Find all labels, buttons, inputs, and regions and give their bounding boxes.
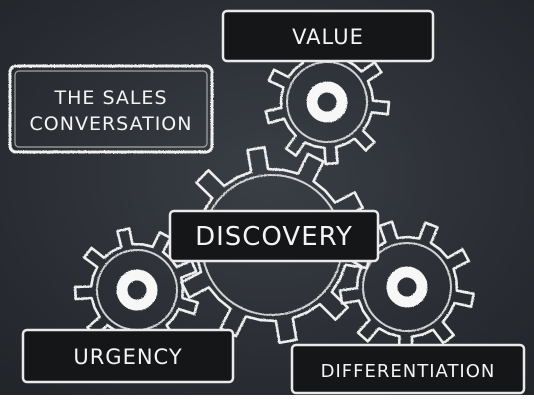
- differentiation-label: DIFFERENTIATION: [321, 361, 496, 382]
- differentiation-label-box: DIFFERENTIATION: [290, 343, 526, 395]
- discovery-label: DISCOVERY: [195, 222, 353, 252]
- differentiation-gear-teeth: [338, 220, 475, 356]
- title-line-1: THE SALES: [54, 87, 168, 109]
- bottom-strip: [0, 395, 534, 405]
- differentiation-gear-hub: [386, 266, 428, 308]
- discovery-label-box: DISCOVERY: [168, 209, 380, 263]
- differentiation-gear: [338, 220, 475, 356]
- title-box: THE SALES CONVERSATION: [8, 64, 214, 154]
- differentiation-gear-inner-ring: [362, 242, 452, 332]
- urgency-label: URGENCY: [73, 345, 182, 369]
- urgency-gear-hub: [116, 269, 158, 311]
- value-label-box: VALUE: [221, 9, 435, 63]
- urgency-label-box: URGENCY: [21, 328, 235, 384]
- value-gear-hub: [306, 81, 348, 123]
- value-label: VALUE: [292, 25, 364, 49]
- title-line-2: CONVERSATION: [30, 113, 193, 135]
